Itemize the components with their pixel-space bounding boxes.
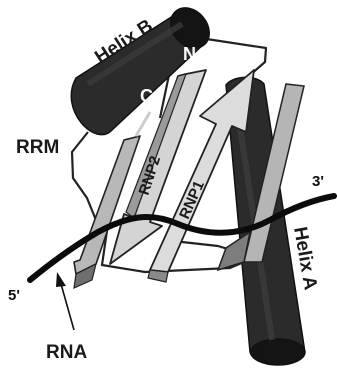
three-prime-label: 3' [312, 173, 324, 190]
c-terminus-label: C [140, 86, 153, 106]
rrm-label: RRM [16, 137, 59, 158]
c-terminus-connector [136, 112, 150, 136]
rna-pointer-arrow [56, 272, 74, 330]
five-prime-label: 5' [8, 287, 20, 304]
n-terminus-label: N [183, 44, 196, 64]
rna-label: RNA [46, 342, 87, 363]
